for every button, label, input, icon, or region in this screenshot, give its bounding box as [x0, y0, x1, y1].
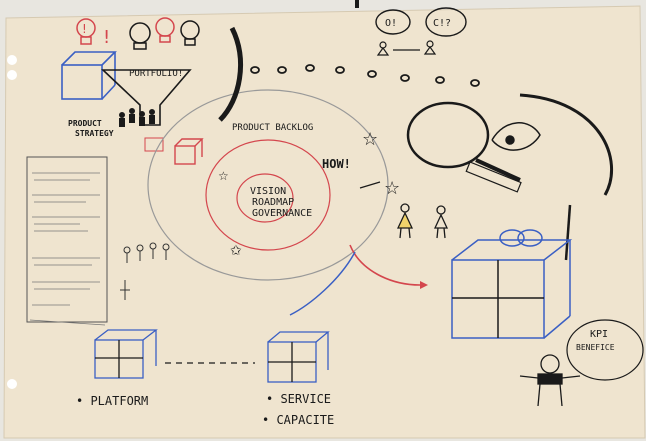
service-label: • SERVICE	[266, 392, 331, 406]
vision-label: VISION	[250, 186, 286, 197]
speech-bubble	[566, 319, 644, 381]
magnifying-glass-icon	[406, 101, 522, 193]
lightbulb-icon: !	[76, 18, 96, 45]
gift-box-icon	[94, 329, 330, 383]
lightbulb-icon	[129, 22, 151, 50]
capacite-label: • CAPACITE	[262, 413, 334, 427]
bubble-c: C!?	[433, 18, 451, 29]
exclamation-mark: !	[103, 27, 110, 48]
box-icon	[61, 51, 117, 100]
notes-panel	[26, 156, 108, 323]
lightbulb-icon	[155, 17, 175, 43]
box-icon	[174, 138, 204, 165]
speech-bubble	[375, 7, 467, 37]
red-arrow	[349, 244, 421, 286]
eye-icon	[491, 122, 541, 151]
svg-text:!: !	[82, 22, 87, 36]
funnel-icon	[100, 69, 192, 126]
notes-scribble	[29, 319, 106, 326]
paper-hole	[7, 379, 17, 389]
people-group-icon	[119, 108, 155, 127]
benefice-label: BENEFICE	[576, 343, 615, 352]
arc-stroke	[519, 93, 614, 196]
user-icon	[376, 40, 437, 56]
governance-label: GOVERNANCE	[252, 208, 312, 219]
paper-hole	[7, 70, 17, 80]
platform-label: • PLATFORM	[76, 394, 148, 408]
product-backlog-label: PRODUCT BACKLOG	[232, 123, 313, 133]
lightbulb-icon	[180, 20, 200, 46]
red-note	[144, 137, 164, 152]
star-icon: ☆	[362, 129, 378, 150]
notes-scribbles	[32, 172, 100, 306]
portfolio-label: PORTFOLIO!	[129, 69, 183, 79]
pen-stroke	[564, 204, 572, 261]
person-icon	[396, 203, 449, 239]
easel-clip	[355, 0, 359, 8]
person-icon	[519, 354, 581, 407]
arrow-line	[359, 181, 381, 189]
star-icon: ☆	[384, 178, 400, 199]
bracket-stroke	[218, 26, 244, 122]
how-label: HOW!	[322, 157, 351, 171]
paper-hole	[7, 55, 17, 65]
roadmap-label: ROADMAP	[252, 197, 294, 208]
blue-arrow	[289, 251, 356, 316]
gift-box-icon	[451, 229, 573, 339]
kpi-label: KPI	[590, 329, 608, 340]
stick-figures-icon	[120, 242, 170, 300]
target-circles	[147, 89, 389, 281]
star-icon: ☆	[218, 169, 229, 183]
star-icon: ✩	[230, 243, 242, 259]
bubble-o: O!	[385, 18, 397, 29]
paper-sheet	[3, 5, 646, 439]
arrow-head	[420, 281, 428, 289]
dotted-path	[250, 64, 480, 87]
